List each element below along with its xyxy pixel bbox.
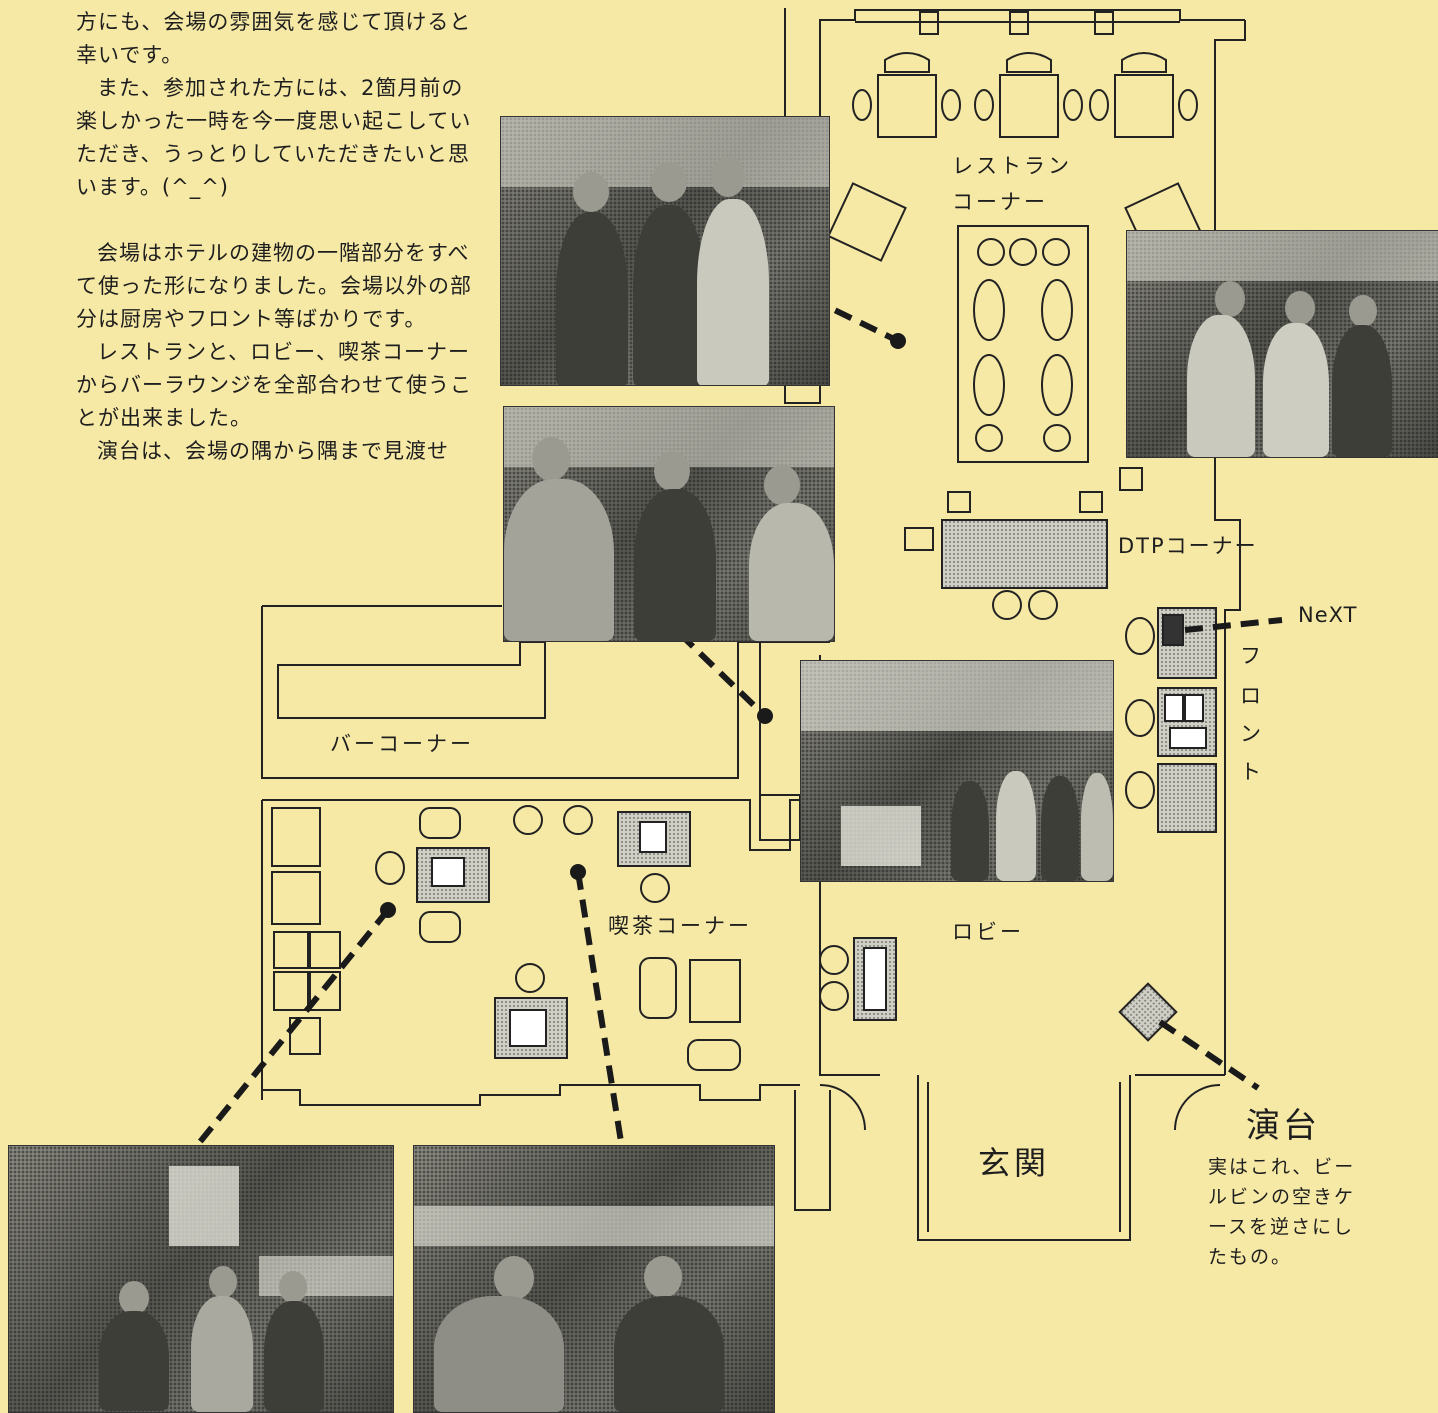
lobby-label: ロビー [952, 920, 1024, 944]
pointer-cafe-right-photo [575, 871, 625, 1149]
bar-counter [277, 641, 546, 719]
front-desk-3 [1157, 763, 1217, 833]
pointer-bar-photo [677, 631, 768, 719]
article-paragraph: レストランと、ロビー、喫茶コーナーからバーラウンジを全部合わせて使うことが出来ま… [76, 340, 472, 430]
pointer-next [1184, 617, 1283, 633]
bar-room [261, 606, 830, 779]
next-label: NeXT [1298, 603, 1358, 627]
podium-caption-line: たもの。 [1208, 1246, 1293, 1268]
article-paragraph: また、参加された方には、2箇月前の楽しかった一時を今一度思い起こしていただき、う… [76, 76, 472, 199]
bar-photo [503, 406, 835, 642]
article-paragraph: 演台は、会場の隅から隅まで見渡せ [97, 439, 449, 463]
podium-title: 演台 [1246, 1106, 1320, 1146]
entrance-label: 玄関 [978, 1144, 1051, 1182]
dtp-table [941, 519, 1108, 589]
front-label-4: ト [1240, 760, 1264, 784]
article-body: 方にも、会場の雰囲気を感じて頂けると幸いです。 また、参加された方には、2箇月前… [76, 6, 481, 468]
cafe-room [262, 799, 800, 851]
article-paragraph: 方にも、会場の雰囲気を感じて頂けると幸いです。 [76, 10, 472, 67]
cafe-photo-right [413, 1145, 775, 1413]
entrance [917, 1075, 1131, 1241]
front-label-1: フ [1240, 644, 1264, 668]
restaurant-photo-right [1126, 230, 1438, 458]
bar-corner-label: バーコーナー [330, 732, 474, 756]
podium-case [1118, 982, 1178, 1042]
front-label-3: ン [1240, 722, 1264, 746]
front-label-2: ロ [1240, 684, 1264, 708]
restaurant-wall [784, 8, 1245, 404]
article-paragraph: 会場はホテルの建物の一階部分をすべて使った形になりました。会場以外の部分は厨房や… [76, 241, 472, 331]
restaurant-photo-left [500, 116, 830, 386]
east-wall [1214, 20, 1246, 1075]
cafe-photo-left [8, 1145, 394, 1413]
buffet-table [957, 225, 1089, 463]
podium-caption-line: ースを逆さにし [1208, 1216, 1355, 1238]
podium-caption-line: 実はこれ、ビー [1208, 1156, 1356, 1178]
pointer-podium [1158, 1019, 1260, 1091]
restaurant-label: レストラン [952, 154, 1072, 178]
lobby-photo [800, 660, 1114, 882]
podium-caption-line: ルビンの空きケ [1208, 1186, 1356, 1208]
pointer-cafe-left-photo [192, 908, 391, 1150]
cafe-corner-label: 喫茶コーナー [608, 914, 752, 938]
dtp-corner-label: DTPコーナー [1118, 534, 1258, 558]
restaurant-corner-label: コーナー [952, 190, 1048, 214]
